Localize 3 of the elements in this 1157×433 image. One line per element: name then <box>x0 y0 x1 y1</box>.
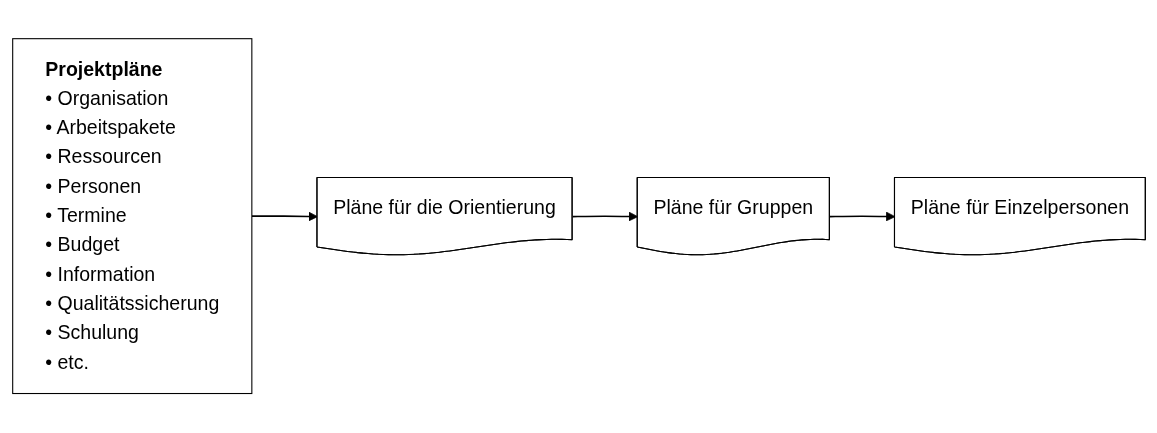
arrow <box>828 212 895 222</box>
arrow <box>571 212 638 222</box>
node-box: Projektpläne • Organisation • Arbeitspakete • Ressourcen • Personen • Termine • Budget • Information • Qualitätssicherung • Schulung • etc. <box>11 38 252 395</box>
